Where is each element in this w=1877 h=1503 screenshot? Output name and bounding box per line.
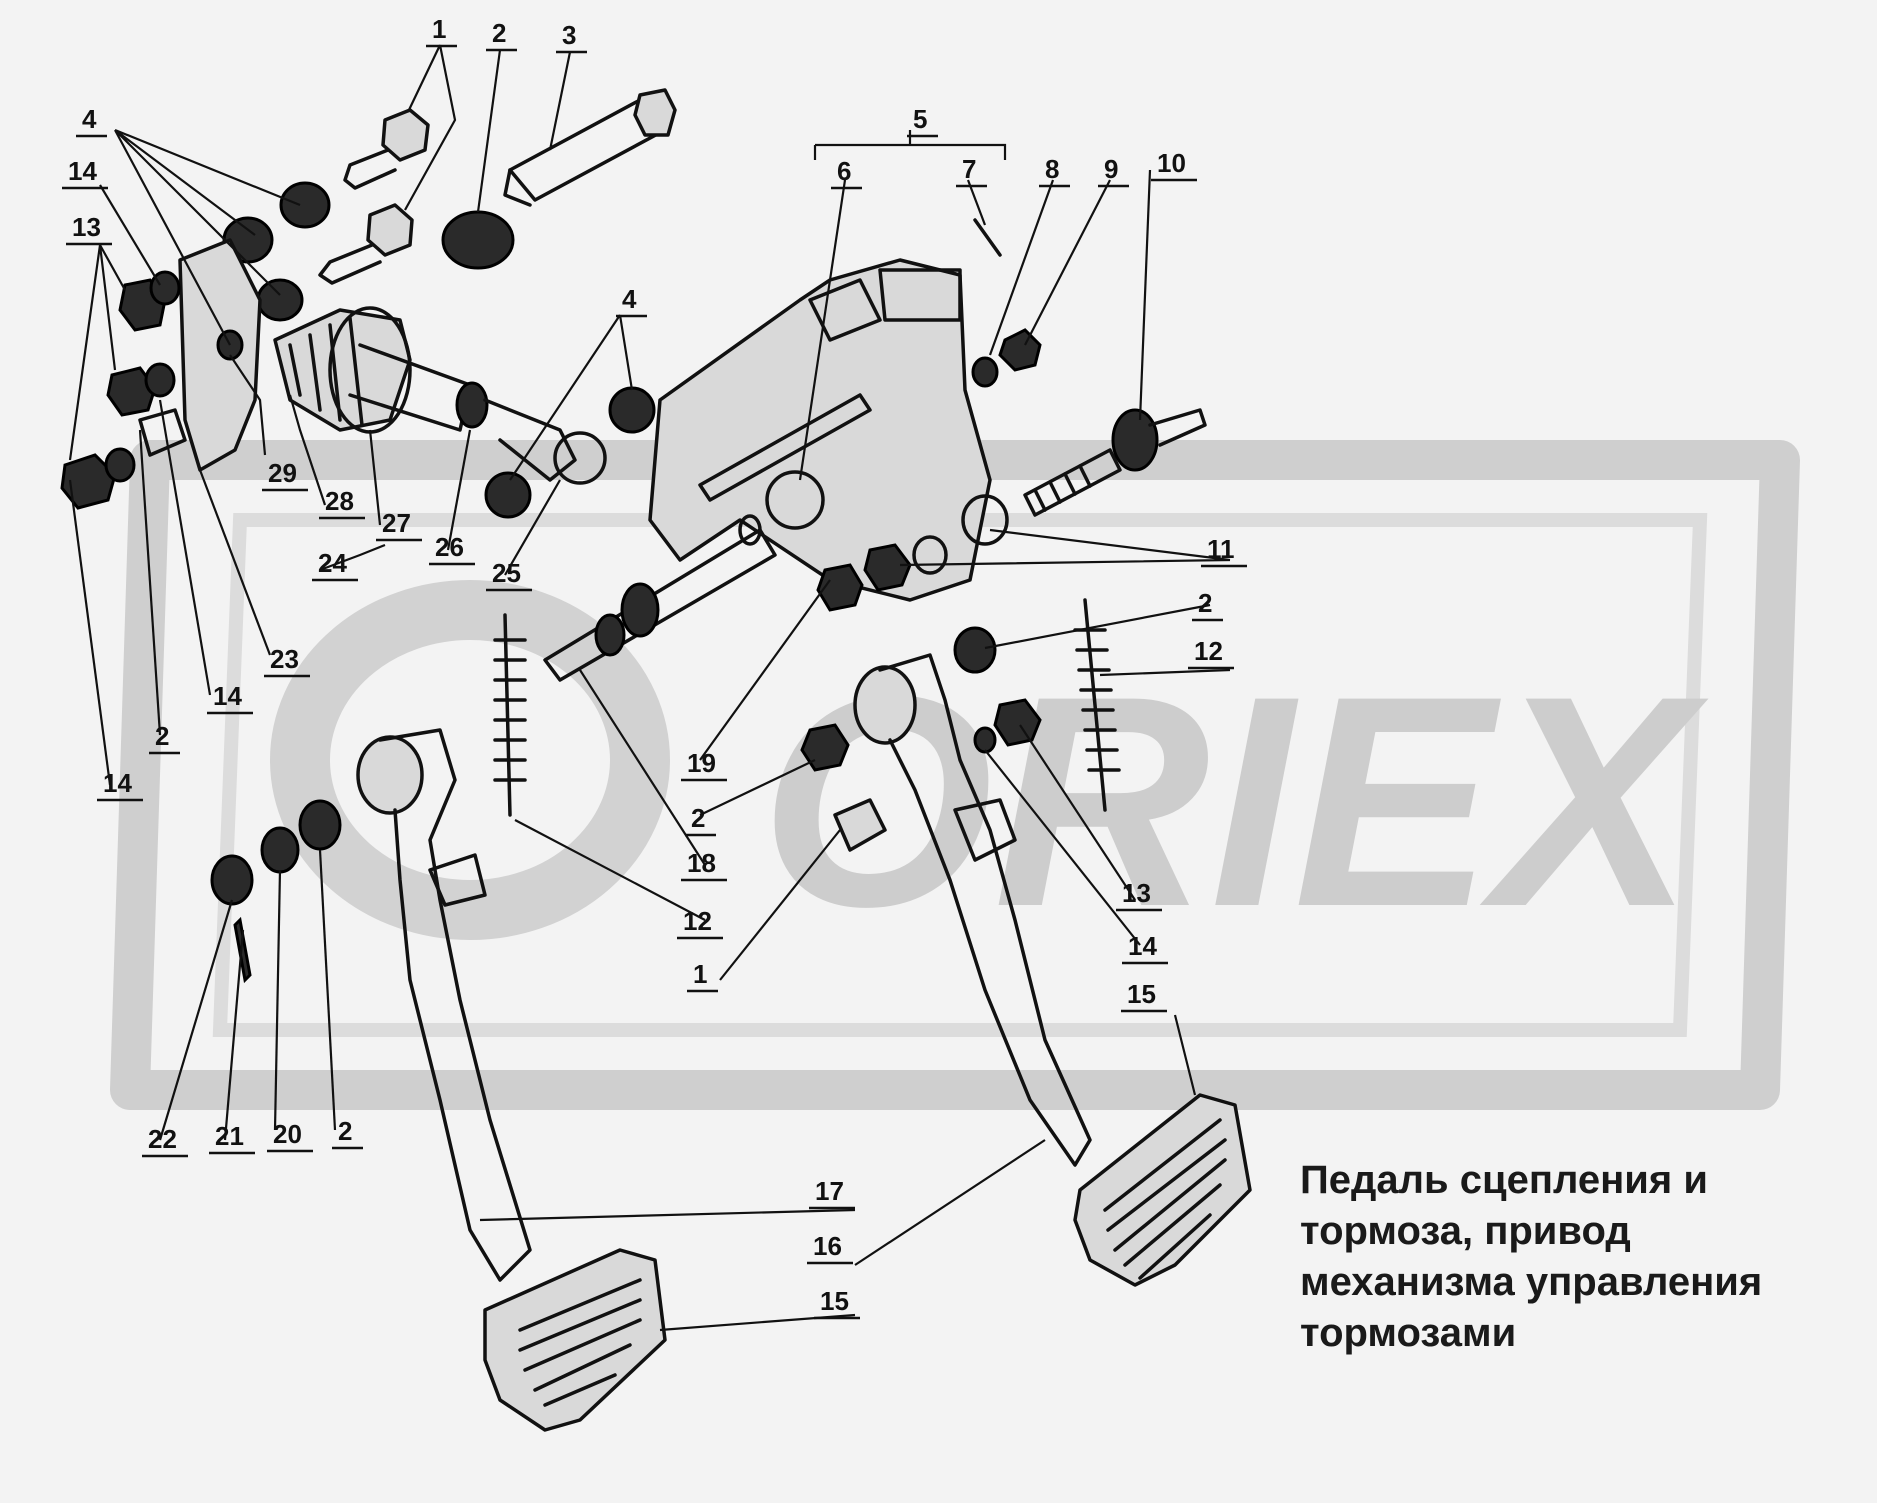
callout-2: 2	[1198, 588, 1212, 618]
callout-25: 25	[492, 558, 521, 588]
washer-20	[260, 826, 300, 874]
return-spring-12-left	[493, 613, 527, 817]
callout-3: 3	[562, 20, 576, 50]
callout-7: 7	[962, 154, 976, 184]
callout-15: 15	[1127, 979, 1156, 1009]
bolt-1-center	[833, 798, 887, 852]
callout-24: 24	[318, 548, 347, 578]
callout-2: 2	[155, 721, 169, 751]
pin-7	[973, 218, 1002, 257]
callout-4: 4	[82, 104, 97, 134]
nut-13b	[106, 366, 157, 417]
shaft-assembly	[60, 88, 677, 519]
callout-23: 23	[270, 644, 299, 674]
washer-14c	[104, 447, 136, 483]
nut-11	[863, 543, 912, 592]
pedal-pad-15-right	[1073, 1093, 1252, 1287]
callout-14: 14	[103, 768, 132, 798]
bushing-11a	[961, 494, 1009, 546]
bolt-1-lower	[318, 203, 414, 285]
nut-9	[998, 328, 1042, 372]
brake-pedal-16	[853, 653, 1252, 1287]
callout-21: 21	[215, 1121, 244, 1151]
caption-line-2: тормоза, привод	[1300, 1209, 1631, 1253]
bushing-2-right	[953, 626, 997, 674]
nut-19	[816, 563, 864, 612]
callout-12: 12	[1194, 636, 1223, 666]
caption-line-3: механизма управления	[1300, 1260, 1763, 1304]
washer-4c	[256, 278, 304, 322]
callout-17: 17	[815, 1176, 844, 1206]
cotter-pin-21	[233, 916, 252, 984]
callout-13: 13	[1122, 878, 1151, 908]
callout-8: 8	[1045, 154, 1059, 184]
axle-6	[698, 393, 872, 502]
caption-line-1: Педаль сцепления и	[1300, 1158, 1708, 1202]
callout-14: 14	[1128, 931, 1157, 961]
watermark-gear-o	[270, 580, 670, 940]
washer-4a	[279, 181, 331, 229]
callout-22: 22	[148, 1124, 177, 1154]
callout-1: 1	[693, 959, 707, 989]
nut-13-right	[993, 698, 1042, 747]
pushrod-18	[543, 514, 777, 682]
nut-22	[210, 854, 254, 906]
callout-20: 20	[273, 1119, 302, 1149]
callout-12: 12	[683, 906, 712, 936]
brake-light-switch-10	[1023, 408, 1207, 517]
callout-14: 14	[68, 156, 97, 186]
callout-5: 5	[913, 104, 927, 134]
callout-27: 27	[382, 508, 411, 538]
bushing-2-lower	[298, 799, 342, 851]
callout-13: 13	[72, 212, 101, 242]
long-bolt-3	[503, 88, 677, 207]
callout-2: 2	[338, 1116, 352, 1146]
callout-2: 2	[492, 18, 506, 48]
lever-25	[483, 398, 577, 482]
washer-14b	[144, 362, 176, 398]
callout-2: 2	[691, 803, 705, 833]
clutch-pedal-17	[356, 728, 667, 1432]
callout-9: 9	[1104, 154, 1118, 184]
bushing-2	[441, 210, 515, 270]
diagram-caption: Педаль сцепления и тормоза, привод механ…	[1300, 1155, 1860, 1359]
washer-8	[971, 356, 999, 388]
callout-15: 15	[820, 1286, 849, 1316]
washer-4d	[608, 386, 656, 434]
callout-28: 28	[325, 486, 354, 516]
callout-29: 29	[268, 458, 297, 488]
washer-14-right	[973, 726, 997, 754]
bolt-1-upper	[343, 108, 430, 190]
callout-26: 26	[435, 532, 464, 562]
callout-16: 16	[813, 1231, 842, 1261]
callout-14: 14	[213, 681, 242, 711]
callout-1: 1	[432, 14, 446, 44]
pedal-bracket-5	[648, 218, 1042, 612]
bushing-27	[455, 381, 489, 429]
boot-28	[273, 306, 412, 434]
washer-4e	[484, 471, 532, 519]
callout-19: 19	[687, 748, 716, 778]
pedal-pad-15-left	[483, 1248, 667, 1432]
callout-18: 18	[687, 848, 716, 878]
caption-line-4: тормозами	[1300, 1311, 1517, 1355]
callout-11: 11	[1207, 534, 1235, 564]
callout-6: 6	[837, 156, 851, 186]
return-spring-12-right	[1073, 598, 1121, 812]
nut-2-center	[800, 723, 850, 772]
nut-13c	[60, 453, 117, 510]
callout-4: 4	[622, 284, 637, 314]
callout-10: 10	[1157, 148, 1186, 178]
